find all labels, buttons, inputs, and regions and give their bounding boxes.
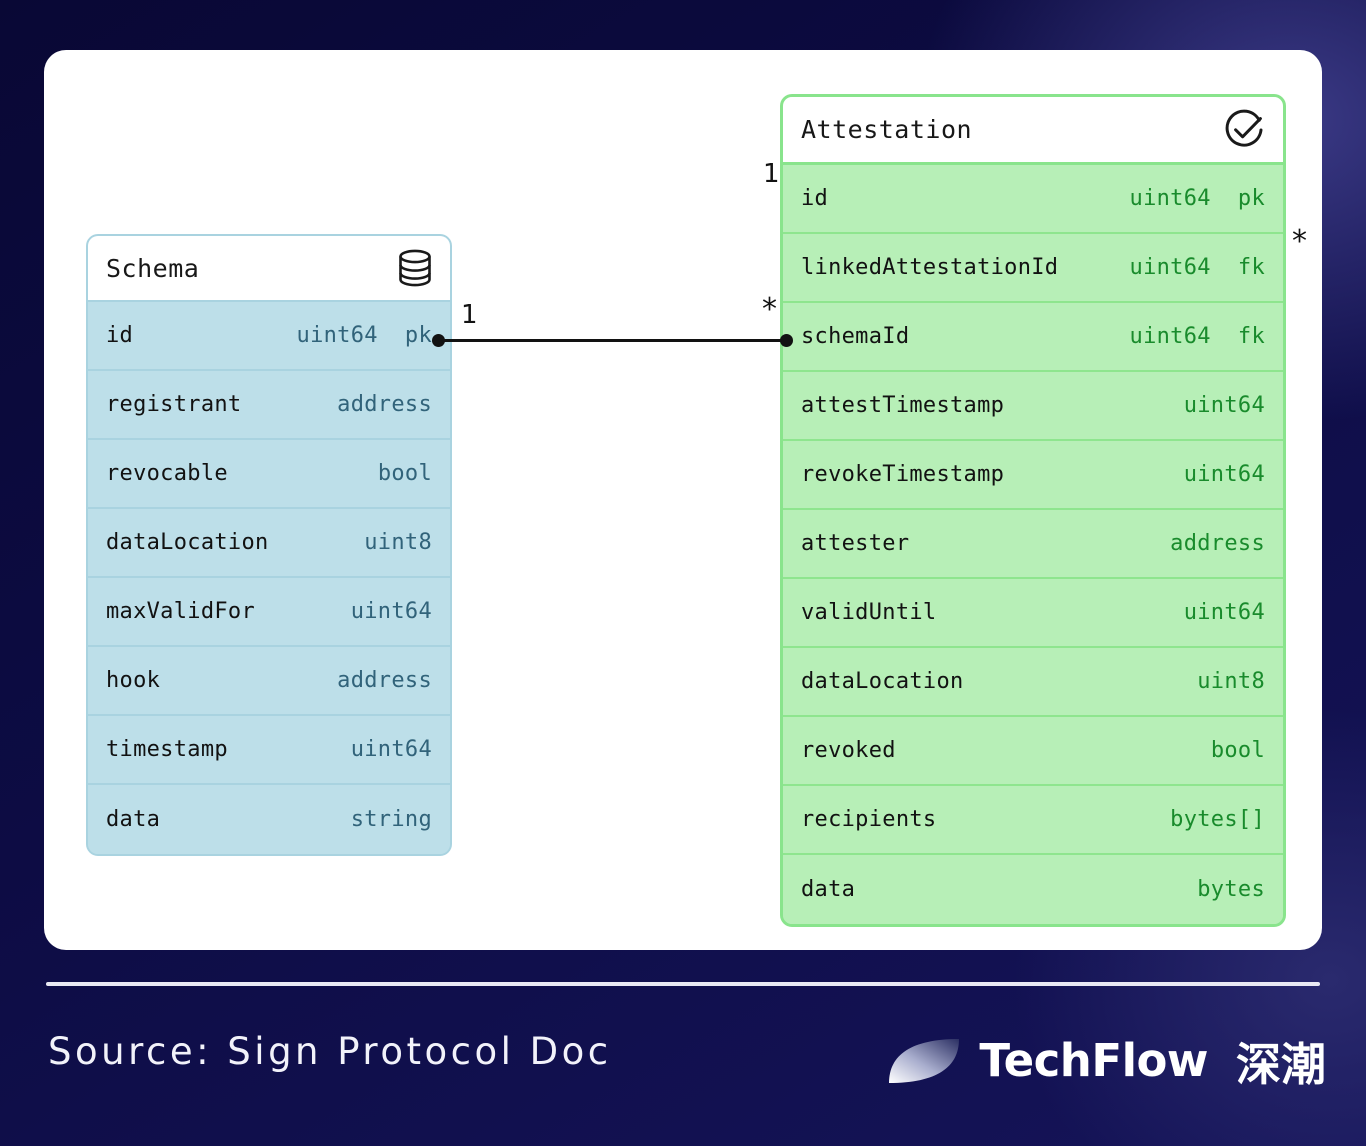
field-name: dataLocation (106, 530, 269, 555)
er-table-attestation[interactable]: Attestation id uint64 pk linkedAttestati… (780, 94, 1286, 927)
field-name: linkedAttestationId (801, 255, 1059, 280)
field-meta: address (337, 392, 432, 417)
field-name: id (106, 323, 134, 348)
field-meta: bool (1210, 738, 1265, 763)
table-row[interactable]: dataLocation uint8 (88, 509, 450, 578)
relationship-line-schema-attestation (436, 339, 786, 342)
field-meta: bytes[] (1170, 807, 1265, 832)
field-meta: uint64 fk (1129, 324, 1265, 349)
field-name: validUntil (801, 600, 937, 625)
field-meta: uint64 (350, 599, 432, 624)
field-meta: uint64 fk (1129, 255, 1265, 280)
field-meta: uint64 pk (296, 323, 432, 348)
field-name: hook (106, 668, 161, 693)
table-row[interactable]: revokeTimestamp uint64 (783, 441, 1283, 510)
table-row[interactable]: recipients bytes[] (783, 786, 1283, 855)
field-meta: uint64 (1183, 393, 1265, 418)
footer-divider (46, 982, 1320, 986)
table-row[interactable]: schemaId uint64 fk (783, 303, 1283, 372)
field-meta: bytes (1197, 877, 1265, 902)
field-name: timestamp (106, 737, 228, 762)
er-table-attestation-header: Attestation (783, 97, 1283, 165)
field-meta: address (1170, 531, 1265, 556)
table-row[interactable]: attestTimestamp uint64 (783, 372, 1283, 441)
field-meta: uint64 (1183, 462, 1265, 487)
field-meta: string (350, 807, 432, 832)
table-row[interactable]: revoked bool (783, 717, 1283, 786)
table-row[interactable]: linkedAttestationId uint64 fk (783, 234, 1283, 303)
field-meta: uint64 pk (1129, 186, 1265, 211)
field-meta: uint64 (350, 737, 432, 762)
field-name: schemaId (801, 324, 910, 349)
cardinality-label-many-attestation: * (762, 292, 777, 327)
table-row[interactable]: maxValidFor uint64 (88, 578, 450, 647)
field-name: attestTimestamp (801, 393, 1005, 418)
field-name: data (106, 807, 161, 832)
table-row[interactable]: dataLocation uint8 (783, 648, 1283, 717)
cardinality-label-one-schema: 1 (461, 300, 478, 330)
er-table-schema-header: Schema (88, 236, 450, 302)
table-row[interactable]: data bytes (783, 855, 1283, 924)
table-row[interactable]: id uint64 pk (88, 302, 450, 371)
relationship-endpoint-schema-id (432, 334, 445, 347)
check-circle-icon (1223, 109, 1265, 151)
table-row[interactable]: revocable bool (88, 440, 450, 509)
source-attribution: Source: Sign Protocol Doc (48, 1030, 612, 1073)
table-row[interactable]: validUntil uint64 (783, 579, 1283, 648)
cardinality-label-many-self: * (1292, 224, 1307, 259)
brand-name: TechFlow (979, 1034, 1208, 1087)
field-name: revocable (106, 461, 228, 486)
relationship-endpoint-attestation-schemaid (780, 334, 793, 347)
table-row[interactable]: id uint64 pk (783, 165, 1283, 234)
field-name: dataLocation (801, 669, 964, 694)
field-name: recipients (801, 807, 937, 832)
brand-name-chinese: 深潮 (1235, 1038, 1326, 1091)
field-name: revoked (801, 738, 896, 763)
field-meta: bool (377, 461, 432, 486)
er-table-schema[interactable]: Schema id uint64 pk registrant address r… (86, 234, 452, 856)
database-icon (398, 249, 432, 287)
field-name: data (801, 877, 856, 902)
table-row[interactable]: timestamp uint64 (88, 716, 450, 785)
field-name: id (801, 186, 829, 211)
er-table-attestation-title: Attestation (801, 115, 973, 144)
brand-lockup: TechFlow 深潮 (887, 1028, 1326, 1093)
field-meta: uint64 (1183, 600, 1265, 625)
field-meta: uint8 (1197, 669, 1265, 694)
er-table-schema-title: Schema (106, 253, 200, 283)
table-row[interactable]: attester address (783, 510, 1283, 579)
table-row[interactable]: data string (88, 785, 450, 854)
field-name: maxValidFor (106, 599, 255, 624)
field-name: revokeTimestamp (801, 462, 1005, 487)
field-name: registrant (106, 392, 242, 417)
table-row[interactable]: hook address (88, 647, 450, 716)
field-meta: address (337, 668, 432, 693)
field-name: attester (801, 531, 910, 556)
techflow-leaf-logo-icon (887, 1033, 961, 1089)
cardinality-label-one-self: 1 (763, 159, 780, 189)
table-row[interactable]: registrant address (88, 371, 450, 440)
field-meta: uint8 (364, 530, 432, 555)
